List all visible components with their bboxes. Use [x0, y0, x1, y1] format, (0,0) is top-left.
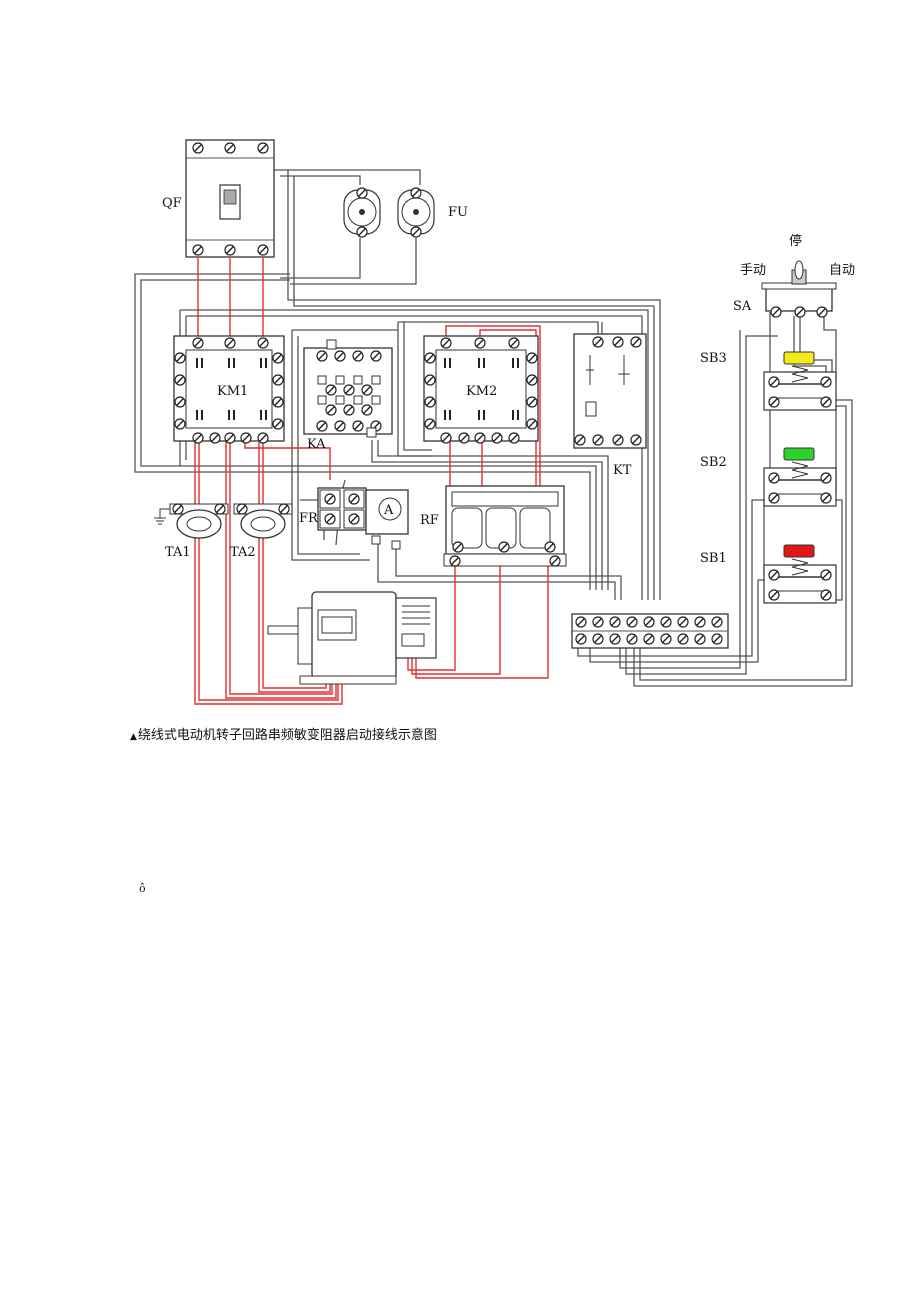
caption-text: 绕线式电动机转子回路串频敏变阻器启动接线示意图	[137, 728, 437, 743]
kt-label: KT	[613, 463, 632, 478]
sb3-button: SB3	[700, 351, 837, 411]
qf-label: QF	[162, 196, 182, 211]
km2-label: KM2	[466, 384, 497, 399]
ammeter: A	[365, 489, 409, 550]
fu-fuses: FU	[343, 187, 468, 238]
fr-label: FR	[299, 511, 319, 526]
km1-contactor: KM1	[173, 335, 285, 444]
kt-timer: KT	[573, 333, 647, 478]
wound-rotor-motor	[267, 591, 437, 685]
fuse-2	[397, 187, 435, 238]
caption-mark: ▲	[130, 732, 137, 742]
ta2-label: TA2	[230, 545, 256, 560]
auto-label: 自动	[829, 263, 855, 278]
fuse-1	[343, 187, 381, 238]
ka-label: KA	[307, 437, 326, 452]
sb1-button: SB1	[700, 544, 837, 604]
control-wiring	[134, 169, 853, 687]
ammeter-symbol: A	[383, 503, 394, 518]
sb3-cap	[783, 351, 815, 365]
ta2-current-transformer: TA2	[230, 503, 293, 560]
km1-label: KM1	[217, 384, 248, 399]
qf-breaker: QF	[162, 139, 275, 258]
sb1-cap	[783, 544, 815, 558]
rf-label: RF	[420, 513, 439, 528]
km2-contactor: KM2	[423, 335, 539, 444]
ta1-current-transformer: TA1	[154, 503, 229, 560]
sb1-label: SB1	[700, 551, 727, 566]
terminal-strip	[571, 613, 729, 649]
sb2-cap	[783, 447, 815, 461]
rf-rheostat: RF	[420, 485, 567, 567]
sa-selector-switch: 停 手动 自动 SA	[733, 233, 855, 318]
sa-label: SA	[733, 299, 752, 314]
fr-thermal-relay: FR	[299, 487, 367, 531]
manual-label: 手动	[740, 263, 766, 278]
sb2-button: SB2	[700, 447, 837, 507]
sb2-label: SB2	[700, 455, 727, 470]
sb3-label: SB3	[700, 351, 727, 366]
stop-label: 停	[789, 233, 802, 249]
fu-label: FU	[448, 205, 468, 220]
ta1-label: TA1	[165, 545, 191, 560]
figure-caption: ▲绕线式电动机转子回路串频敏变阻器启动接线示意图	[130, 724, 437, 743]
stray-mark: ô	[139, 882, 146, 895]
ka-relay: KA	[303, 339, 393, 452]
